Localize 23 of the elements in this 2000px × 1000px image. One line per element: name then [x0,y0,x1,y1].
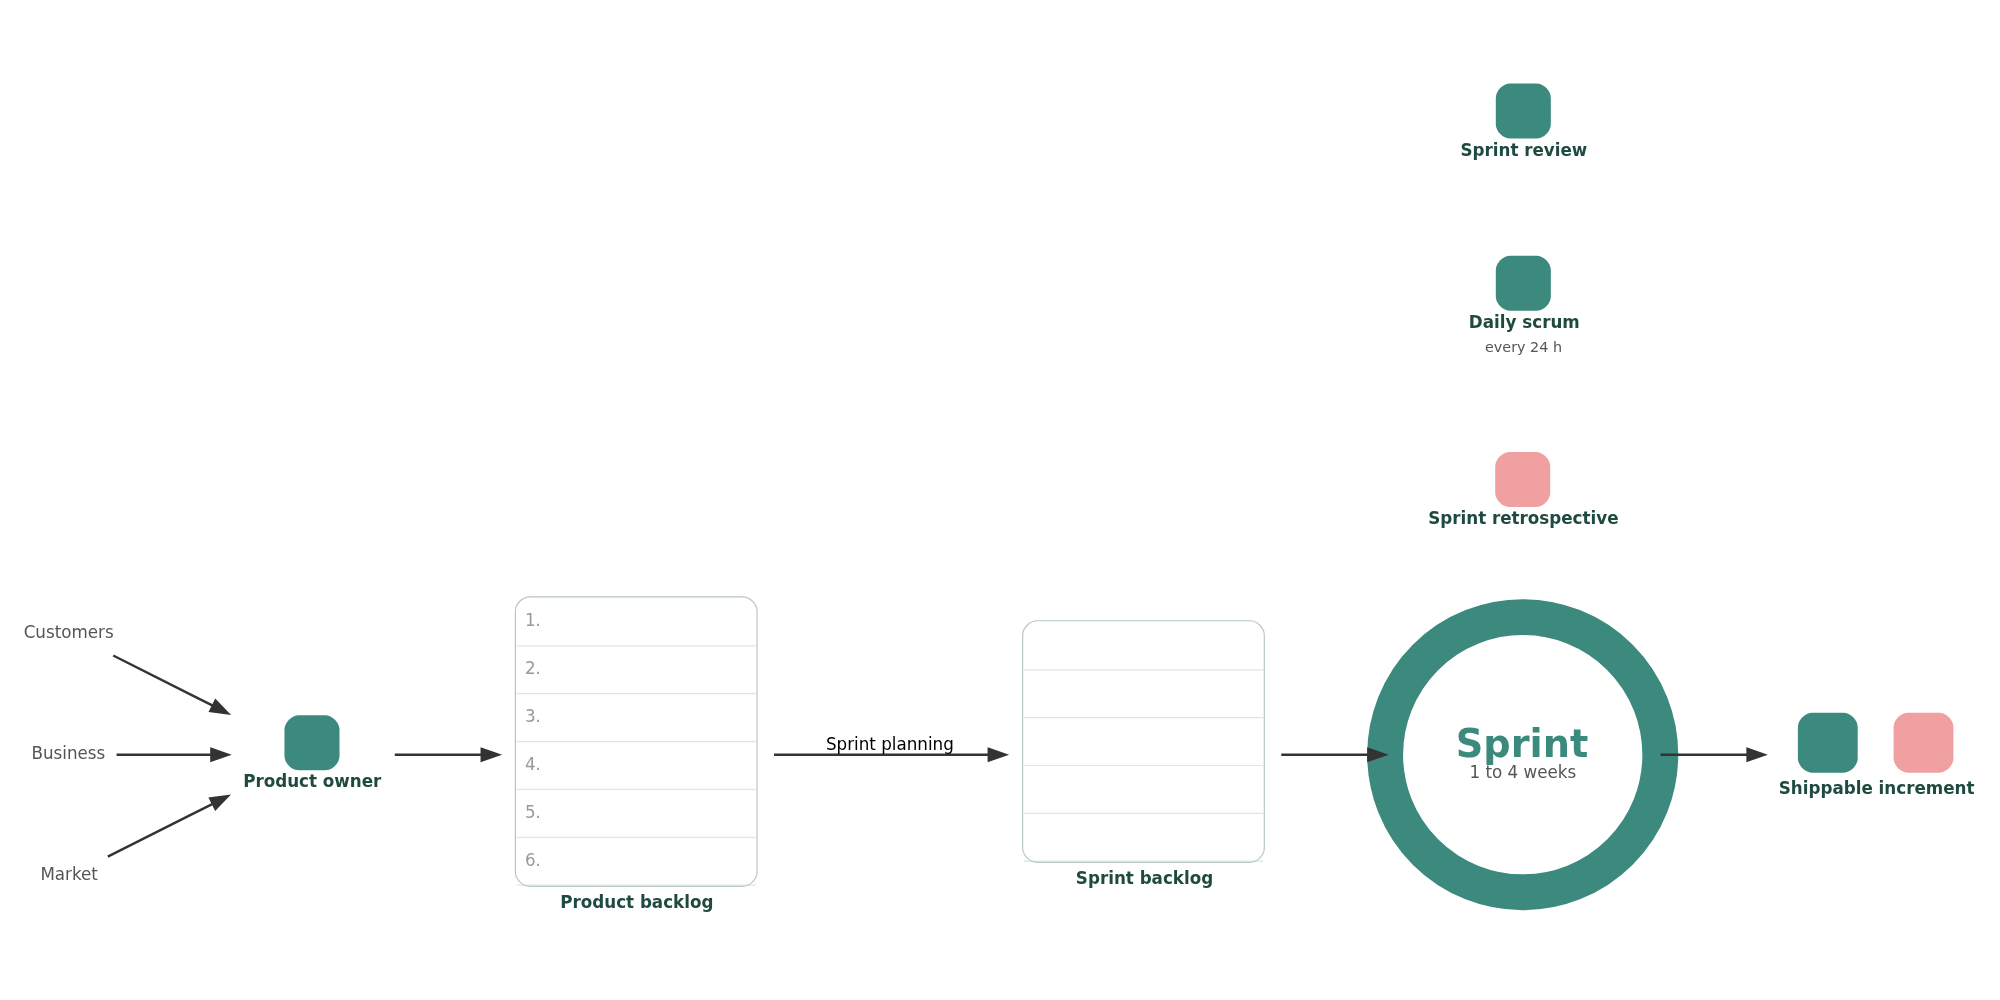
node-text: Business [30,742,105,763]
node-label: Sprint retrospective [1427,507,1619,528]
arrow [112,653,231,715]
node-label: Product owner [242,770,381,791]
node-label: Sprint review [1460,139,1587,160]
node-text: Customers [23,621,114,642]
arrow [1280,746,1389,762]
arrow [106,794,231,858]
arrow [773,746,1009,762]
node-box [1494,451,1550,507]
node-label: Product backlog [559,891,713,912]
arrow [116,746,232,762]
node-text: Market [39,863,98,884]
node-label: Shippable increment [1778,777,1974,798]
node-box [283,714,339,770]
node-box [1495,255,1551,311]
arrow [394,746,502,762]
edge-label: Sprint planning [825,733,954,754]
node-label: Sprint backlog [1075,867,1213,888]
node-box [1495,83,1551,139]
arrow [1659,746,1768,762]
node-label: every 24 h [1484,338,1562,355]
node-label: Daily scrum [1468,311,1580,332]
